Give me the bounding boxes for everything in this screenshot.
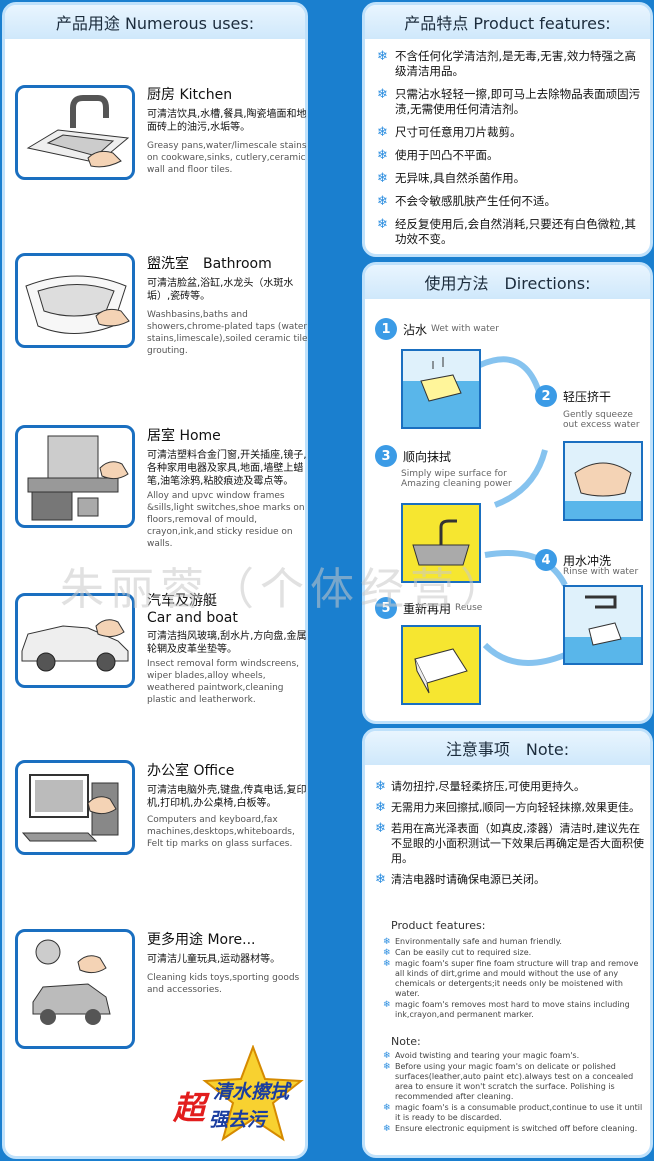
pf-item: ❄magic foam's super fine foam structure … <box>383 959 639 998</box>
snowflake-icon: ❄ <box>383 1051 391 1061</box>
step-4: 4 用水冲洗 <box>535 549 611 571</box>
snowflake-icon: ❄ <box>377 148 388 163</box>
snowflake-icon: ❄ <box>383 959 391 969</box>
note-en-title: Note: <box>391 1035 421 1048</box>
step-2: 2 轻压挤干 <box>535 385 611 407</box>
snowflake-icon: ❄ <box>377 194 388 209</box>
note-en-item: ❄Ensure electronic equipment is switched… <box>383 1124 638 1134</box>
features-list: ❄不含任何化学清洁剂,是无毒,无害,效力特强之高级清洁用品。 ❄只需沾水轻轻一擦… <box>375 49 644 255</box>
bathtub-icon <box>15 253 135 348</box>
badge-char: 超 <box>173 1089 206 1127</box>
snowflake-icon: ❄ <box>377 171 388 186</box>
note-item: ❄无需用力来回擦拭,顺同一方向轻轻抹擦,效果更佳。 <box>375 800 640 815</box>
office-cn: 可清洁电脑外壳,键盘,传真电话,复印机,打印机,办公桌椅,白板等。 <box>147 785 307 809</box>
feature-item: ❄不含任何化学清洁剂,是无毒,无害,效力特强之高级清洁用品。 <box>377 49 636 78</box>
snowflake-icon: ❄ <box>383 1103 391 1113</box>
kitchen-en: Greasy pans,water/limescale stains on co… <box>147 141 307 175</box>
feature-item: ❄尺寸可任意用刀片裁剪。 <box>377 125 522 140</box>
pf-item: ❄Environmentally safe and human friendly… <box>383 937 562 947</box>
snowflake-icon: ❄ <box>377 49 388 64</box>
toy-car-icon <box>15 929 135 1049</box>
note-en-list: ❄Avoid twisting and tearing your magic f… <box>383 1051 646 1135</box>
product-features-title: Product features: <box>391 919 486 932</box>
feature-item: ❄无异味,具自然杀菌作用。 <box>377 171 526 186</box>
computer-icon <box>15 760 135 855</box>
snowflake-icon: ❄ <box>383 948 391 958</box>
kitchen-cn: 可清洁饮具,水槽,餐具,陶瓷墙面和地面砖上的油污,水垢等。 <box>147 109 307 133</box>
office-en: Computers and keyboard,fax machines,desk… <box>147 815 295 849</box>
kitchen-sink-icon <box>15 85 135 180</box>
snowflake-icon: ❄ <box>383 937 391 947</box>
note-list: ❄请勿扭拧,尽量轻柔挤压,可使用更持久。 ❄无需用力来回擦拭,顺同一方向轻轻抹擦… <box>373 779 646 893</box>
pf-item: ❄Can be easily cut to required size. <box>383 948 532 958</box>
feature-item: ❄使用于凹凸不平面。 <box>377 148 499 163</box>
features-panel: 产品特点 Product features: ❄不含任何化学清洁剂,是无毒,无害… <box>362 2 653 257</box>
rinse-tap-icon <box>563 585 643 665</box>
note-item: ❄请勿扭拧,尽量轻柔挤压,可使用更持久。 <box>375 779 585 794</box>
reuse-sponge-icon <box>401 625 481 705</box>
wipe-sink-icon <box>401 503 481 583</box>
badge-line1: 清水擦拭 <box>213 1081 290 1103</box>
directions-header: 使用方法 Directions: <box>365 265 650 299</box>
bathroom-en: Washbasins,baths and showers,chrome-plat… <box>147 310 308 356</box>
office-title: 办公室 Office <box>147 763 235 779</box>
flow-arrows <box>478 356 568 666</box>
car-cn: 可清洁挡风玻璃,刮水片,方向盘,金属轮辋及皮革坐垫等。 <box>147 631 307 655</box>
more-title: 更多用途 More... <box>147 932 256 948</box>
snowflake-icon: ❄ <box>375 779 386 794</box>
more-en: Cleaning kids toys,sporting goods and ac… <box>147 973 300 995</box>
snowflake-icon: ❄ <box>383 1124 391 1134</box>
step-4-en: Rinse with water <box>563 567 639 577</box>
car-en: Insect removal form windscreens, wiper b… <box>147 659 300 705</box>
more-cn: 可清洁儿童玩具,运动器材等。 <box>147 954 281 965</box>
home-en: Alloy and upvc window frames &sills,ligh… <box>147 491 305 549</box>
snowflake-icon: ❄ <box>383 1062 391 1072</box>
note-panel: 注意事项 Note: ❄请勿扭拧,尽量轻柔挤压,可使用更持久。 ❄无需用力来回擦… <box>362 728 653 1158</box>
badge-line2: 强去污 <box>209 1109 267 1131</box>
note-en-item: ❄Avoid twisting and tearing your magic f… <box>383 1051 580 1061</box>
squeeze-hands-icon <box>563 441 643 521</box>
note-header: 注意事项 Note: <box>365 731 650 765</box>
home-cn: 可清洁塑料合金门窗,开关插座,镜子,各种家用电器及家具,地面,墙壁上蜡笔,油笔涂… <box>147 450 307 487</box>
snowflake-icon: ❄ <box>375 872 386 887</box>
uses-header: 产品用途 Numerous uses: <box>5 5 305 39</box>
product-features-list: ❄Environmentally safe and human friendly… <box>383 937 646 1021</box>
snowflake-icon: ❄ <box>377 87 388 102</box>
kitchen-title: 厨房 Kitchen <box>147 87 233 103</box>
feature-item: ❄不会令敏感肌肤产生任何不适。 <box>377 194 556 209</box>
snowflake-icon: ❄ <box>377 217 388 232</box>
features-header: 产品特点 Product features: <box>365 5 650 39</box>
feature-item: ❄只需沾水轻轻一擦,即可马上去除物品表面顽固污渍,无需使用任何清洁剂。 <box>377 87 641 116</box>
snowflake-icon: ❄ <box>375 821 386 836</box>
note-en-item: ❄magic foam's is a consumable product,co… <box>383 1103 643 1122</box>
step-5: 5 重新再用 Reuse <box>375 597 482 619</box>
bathroom-title: 盥洗室 Bathroom <box>147 256 272 272</box>
dresser-icon <box>15 425 135 528</box>
car-title-en: Car and boat <box>147 610 238 626</box>
bathroom-cn: 可清洁脸盆,浴缸,水龙头（水斑水垢）,瓷砖等。 <box>147 278 294 302</box>
snowflake-icon: ❄ <box>377 125 388 140</box>
snowflake-icon: ❄ <box>383 1000 391 1010</box>
snowflake-icon: ❄ <box>375 800 386 815</box>
note-item: ❄清洁电器时请确保电源已关闭。 <box>375 872 545 887</box>
uses-panel: 产品用途 Numerous uses: 厨房 Kitchen 可清洁饮具,水槽,… <box>2 2 308 1159</box>
home-title: 居室 Home <box>147 428 221 444</box>
super-clean-badge: 超 清水擦拭 强去污 <box>173 1045 313 1145</box>
note-en-item: ❄Before using your magic foam's on delic… <box>383 1062 634 1101</box>
car-icon <box>15 593 135 688</box>
step-3: 3 顺向抹拭 <box>375 445 451 467</box>
note-item: ❄若用在高光泽表面（如真皮,漆器）清洁时,建议先在不显眼的小面积测试一下效果后再… <box>375 821 644 865</box>
wet-sponge-icon <box>401 349 481 429</box>
car-title: 汽车及游艇 <box>147 593 217 609</box>
directions-panel: 使用方法 Directions: 1 沾水 Wet with water 2 轻… <box>362 262 653 724</box>
feature-item: ❄经反复使用后,会自然消耗,只要还有白色微粒,其功效不变。 <box>377 217 636 246</box>
step-1: 1 沾水 Wet with water <box>375 318 499 340</box>
pf-item: ❄magic foam's removes most hard to move … <box>383 1000 630 1019</box>
